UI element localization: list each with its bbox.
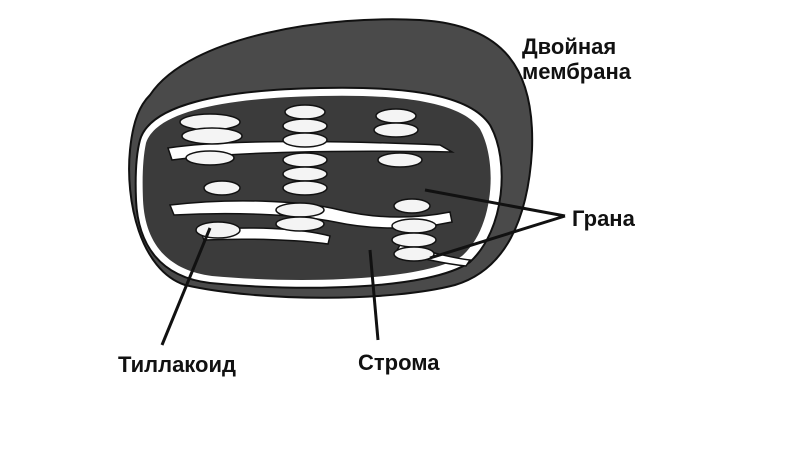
leader-grana-2: [429, 214, 566, 260]
label-grana: Грана: [572, 206, 635, 231]
leader-lines: [160, 188, 566, 346]
leader-thylakoid: [160, 227, 212, 346]
label-thylakoid: Тиллакоид: [118, 352, 236, 377]
leader-stroma: [368, 249, 380, 341]
leader-grana-1: [424, 188, 566, 218]
grana-stacks: [179, 104, 437, 262]
label-double-membrane: Двойная мембрана: [522, 34, 631, 85]
label-stroma: Строма: [358, 350, 440, 375]
